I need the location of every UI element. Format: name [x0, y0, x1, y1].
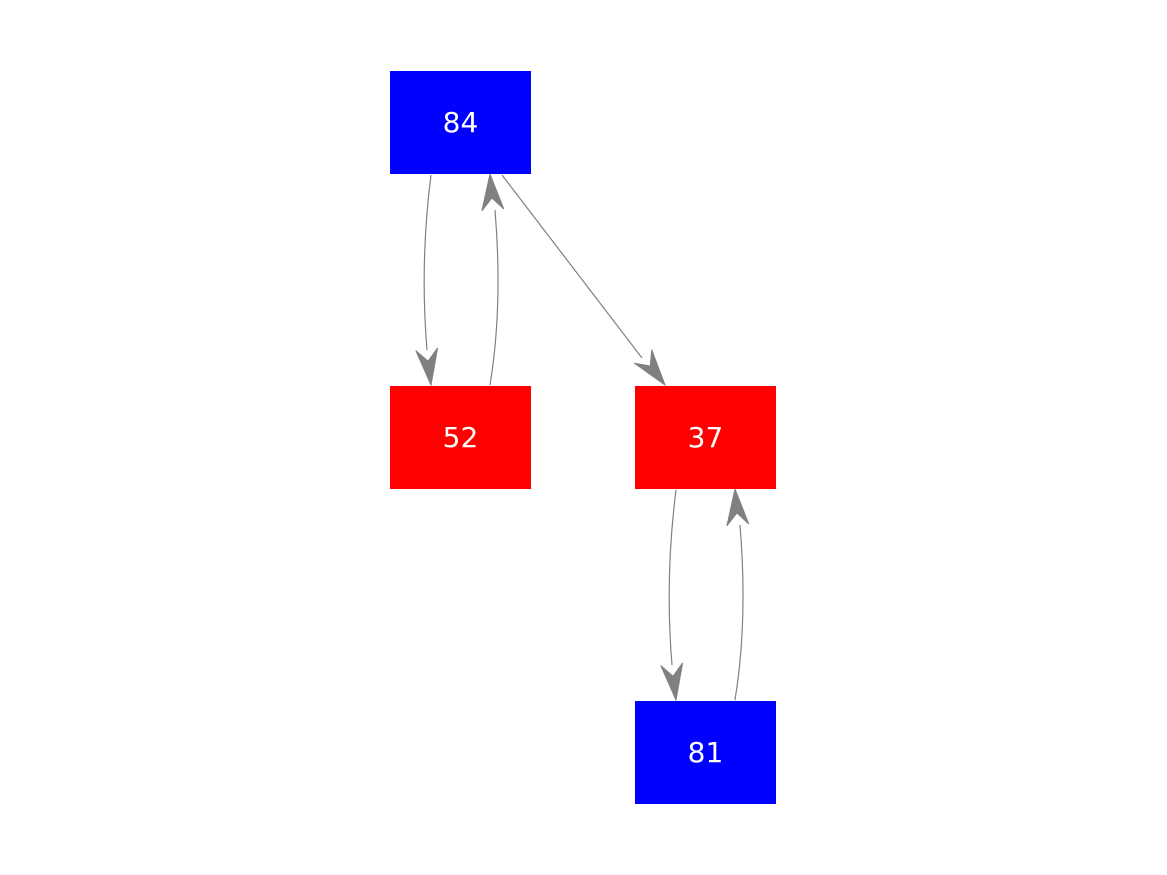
node-37-box	[635, 386, 776, 489]
nodes-layer: 84 52 37 81	[390, 71, 776, 804]
node-84: 84	[390, 71, 531, 174]
edge-84-to-52	[415, 174, 439, 387]
edge-84-to-52-line	[423, 174, 432, 351]
edge-37-to-81-line	[668, 489, 677, 666]
edge-81-to-37	[726, 487, 750, 701]
node-52: 52	[390, 386, 531, 489]
edge-37-to-81	[660, 489, 684, 702]
edge-37-to-81-arrowhead	[660, 662, 684, 702]
edge-52-to-84-arrowhead	[481, 172, 505, 212]
edge-81-to-37-line	[734, 524, 744, 701]
edge-52-to-84-line	[489, 209, 499, 386]
edge-84-to-37-line	[501, 174, 643, 359]
node-52-box	[390, 386, 531, 489]
node-84-box	[390, 71, 531, 174]
node-81-label: 81	[688, 736, 724, 769]
edge-84-to-37	[501, 174, 667, 387]
edge-52-to-84	[481, 172, 505, 386]
node-81-box	[635, 701, 776, 804]
node-84-label: 84	[443, 106, 479, 139]
node-37: 37	[635, 386, 776, 489]
edge-84-to-37-arrowhead	[634, 349, 667, 387]
edge-81-to-37-arrowhead	[726, 487, 750, 527]
node-37-label: 37	[688, 421, 724, 454]
node-81: 81	[635, 701, 776, 804]
edge-84-to-52-arrowhead	[415, 347, 439, 387]
node-52-label: 52	[443, 421, 479, 454]
edges-layer	[415, 172, 750, 702]
